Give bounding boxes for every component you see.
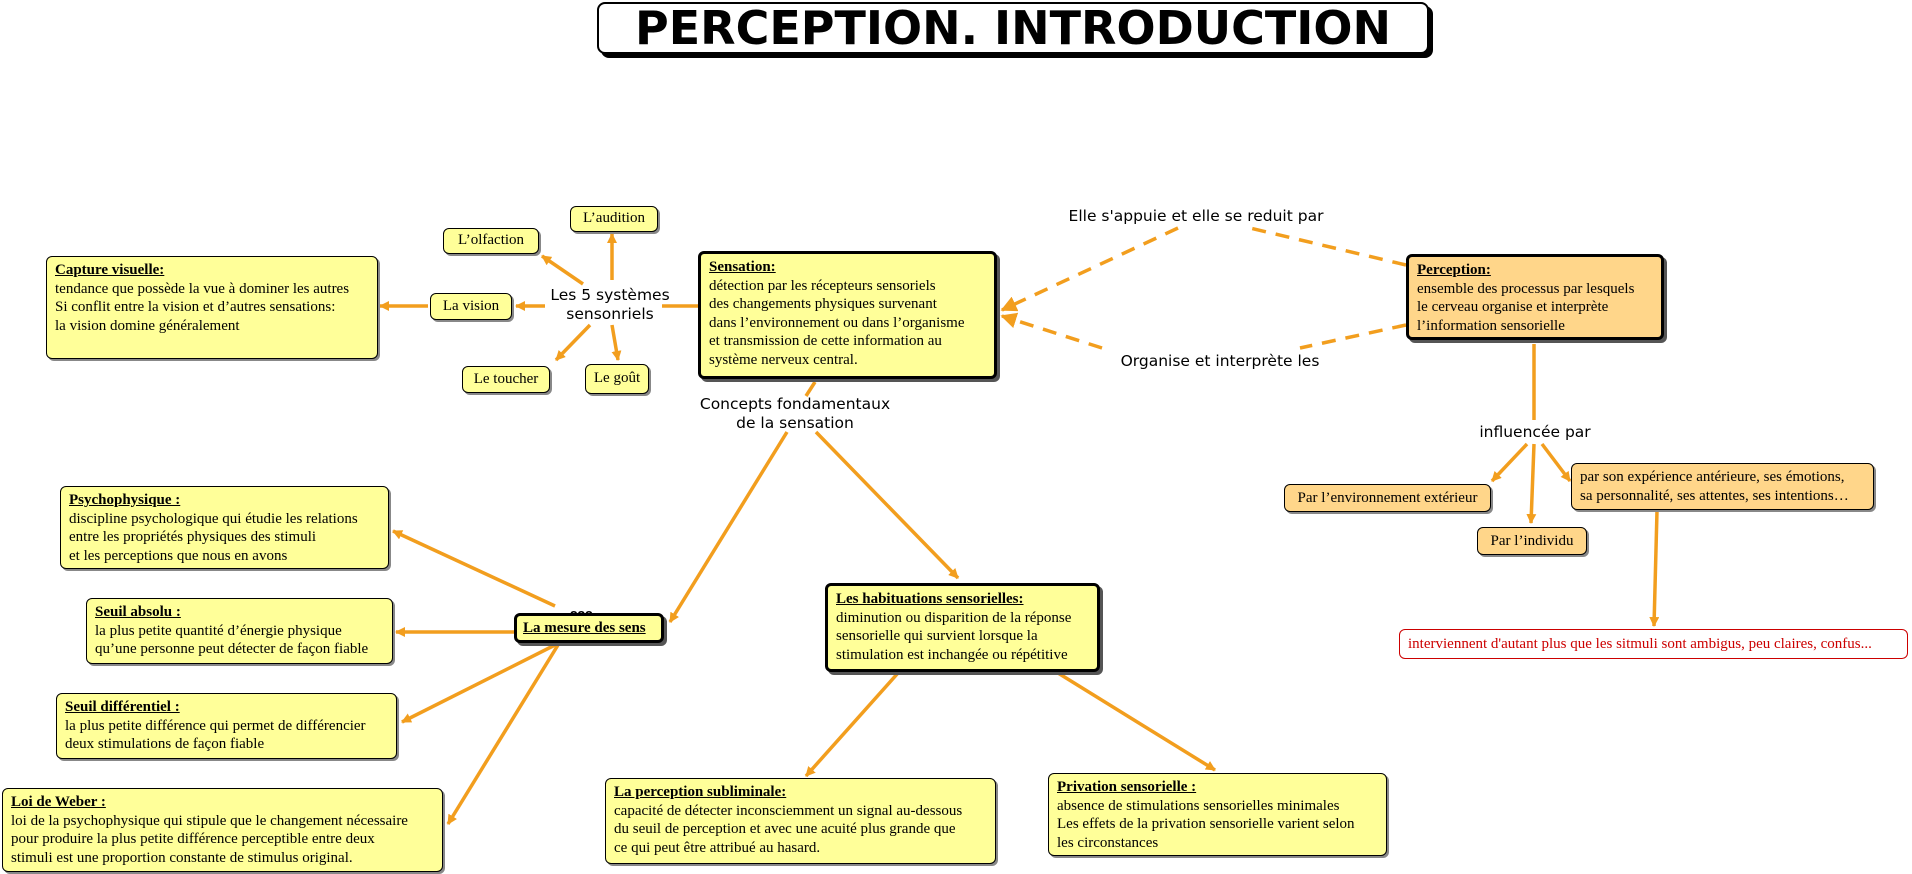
node-sensation: Sensation: détection par les récepteurs … <box>698 251 997 379</box>
node-capture-visuelle: Capture visuelle: tendance que possède l… <box>46 256 378 359</box>
label-influencee: influencée par <box>1460 423 1610 442</box>
link-habituations-subliminale <box>804 671 900 778</box>
experience-line: sa personnalité, ses attentes, ses inten… <box>1580 487 1849 504</box>
privation-line: les circonstances <box>1057 834 1159 851</box>
label-line: Organise et interprète les <box>1120 352 1320 370</box>
node-seuil-absolu: Seuil absolu : la plus petite quantité d… <box>86 598 393 664</box>
node-psychophysique: Psychophysique : discipline psychologiqu… <box>60 486 389 569</box>
node-individu: Par l’individu <box>1477 527 1587 555</box>
label-concepts: Concepts fondamentaux de la sensation <box>690 395 900 433</box>
link-perception-organise <box>1299 323 1407 350</box>
subliminale-line: ce qui peut être attribué au hasard. <box>614 839 821 856</box>
link-mesure-seuil-diff <box>401 643 556 724</box>
habituations-line: diminution ou disparition de la réponse <box>836 609 1072 626</box>
node-loi-de-weber: Loi de Weber : loi de la psychophysique … <box>2 788 443 872</box>
label-line: Elle s'appuie et elle se reduit par <box>1068 207 1324 225</box>
sensation-line: et transmission de cette information au <box>709 333 942 349</box>
sensation-line: des changements physiques survenant <box>709 296 937 312</box>
node-vision: La vision <box>430 293 512 320</box>
node-mesure-des-sens: La mesure des sens <box>514 613 664 643</box>
sensation-title: Sensation: <box>709 259 776 275</box>
link-influencee-environnement <box>1490 442 1529 483</box>
link-concepts-habituations <box>814 430 960 580</box>
psychophysique-line: discipline psychologique qui étudie les … <box>69 510 358 527</box>
psychophysique-title: Psychophysique : <box>69 492 181 508</box>
node-olfaction: L’olfaction <box>443 228 539 254</box>
link-appuie-sensation <box>1000 226 1179 312</box>
capture-title: Capture visuelle: <box>55 262 165 278</box>
habituations-line: stimulation est inchangée ou répétitive <box>836 646 1068 663</box>
node-audition: L’audition <box>570 206 658 232</box>
perception-line: le cerveau organise et interprète <box>1417 299 1609 315</box>
label-line: Les 5 systèmes <box>550 286 670 304</box>
seuil-diff-line: deux stimulations de façon fiable <box>65 736 265 752</box>
link-organise-sensation <box>1000 312 1103 350</box>
psychophysique-line: et les perceptions que nous en avons <box>69 547 288 564</box>
node-gout: Le goût <box>585 364 649 394</box>
capture-line: tendance que possède la vue à dominer le… <box>55 280 350 297</box>
capture-line: Si conflit entre la vision et d’autres s… <box>55 299 336 315</box>
subliminale-line: du seuil de perception et avec une acuit… <box>614 821 956 837</box>
label-line: influencée par <box>1479 423 1591 441</box>
link-influencee-individu <box>1526 443 1537 524</box>
link-perception-appuie <box>1249 226 1407 267</box>
experience-line: par son expérience antérieure, ses émoti… <box>1580 469 1845 485</box>
link-mesure-psychophysique <box>392 529 556 608</box>
label-appuie: Elle s'appuie et elle se reduit par <box>1046 207 1346 226</box>
subliminale-title: La perception subliminale: <box>614 784 787 800</box>
capture-line: la vision domine généralement <box>55 317 240 334</box>
link-concepts-mesure <box>668 431 789 623</box>
weber-line: loi de la psychophysique qui stipule que… <box>11 812 408 829</box>
seuil-diff-line: la plus petite différence qui permet de … <box>65 717 366 734</box>
label-systemes: Les 5 systèmes sensonriels <box>540 286 680 324</box>
link-systemes-gout <box>610 324 622 361</box>
sensation-line: système nerveux central. <box>709 351 858 368</box>
node-stimuli-ambigus: interviennent d'autant plus que les sitm… <box>1399 629 1908 659</box>
page-title: PERCEPTION. INTRODUCTION <box>597 2 1429 54</box>
link-systemes-toucher <box>554 323 592 362</box>
link-habituations-privation <box>1057 671 1216 772</box>
habituations-title: Les habituations sensorielles: <box>836 591 1024 607</box>
seuil-absolu-line: qu’une personne peut détecter de façon f… <box>95 641 369 657</box>
sensation-line: dans l’environnement ou dans l’organisme <box>709 314 965 331</box>
perception-line: ensemble des processus par lesquels <box>1417 280 1635 297</box>
link-sensation-concepts <box>804 381 817 397</box>
node-environnement: Par l’environnement extérieur <box>1284 484 1491 512</box>
link-mesure-weber <box>446 644 560 825</box>
weber-title: Loi de Weber : <box>11 794 106 810</box>
seuil-diff-title: Seuil différentiel : <box>65 699 180 715</box>
node-privation-sensorielle: Privation sensorielle : absence de stimu… <box>1048 773 1387 856</box>
privation-line: Les effets de la privation sensorielle v… <box>1057 816 1355 832</box>
privation-title: Privation sensorielle : <box>1057 779 1197 795</box>
seuil-absolu-line: la plus petite quantité d’énergie physiq… <box>95 622 342 639</box>
link-systemes-olfaction <box>541 254 584 286</box>
weber-line: stimuli est une proportion constante de … <box>11 849 353 866</box>
label-line: de la sensation <box>736 414 854 432</box>
sensation-line: détection par les récepteurs sensoriels <box>709 277 936 294</box>
perception-title: Perception: <box>1417 262 1491 278</box>
link-influencee-experience <box>1540 442 1572 483</box>
label-line: sensonriels <box>566 305 654 323</box>
habituations-line: sensorielle qui survient lorsque la <box>836 628 1038 644</box>
node-experience: par son expérience antérieure, ses émoti… <box>1571 463 1874 510</box>
label-line: Concepts fondamentaux <box>699 395 891 413</box>
weber-line: pour produire la plus petite différence … <box>11 831 375 847</box>
node-perception-subliminale: La perception subliminale: capacité de d… <box>605 778 996 864</box>
psychophysique-line: entre les propriétés physiques des stimu… <box>69 529 317 545</box>
node-seuil-differentiel: Seuil différentiel : la plus petite diff… <box>56 693 397 759</box>
node-toucher: Le toucher <box>462 366 550 393</box>
label-organise: Organise et interprète les <box>1090 352 1350 371</box>
subliminale-line: capacité de détecter inconsciemment un s… <box>614 802 963 819</box>
node-habituations: Les habituations sensorielles: diminutio… <box>825 583 1100 672</box>
perception-line: l’information sensorielle <box>1417 317 1565 334</box>
seuil-absolu-title: Seuil absolu : <box>95 604 181 620</box>
privation-line: absence de stimulations sensorielles min… <box>1057 797 1340 814</box>
link-experience-ambigus <box>1649 510 1660 627</box>
node-perception: Perception: ensemble des processus par l… <box>1406 254 1664 340</box>
